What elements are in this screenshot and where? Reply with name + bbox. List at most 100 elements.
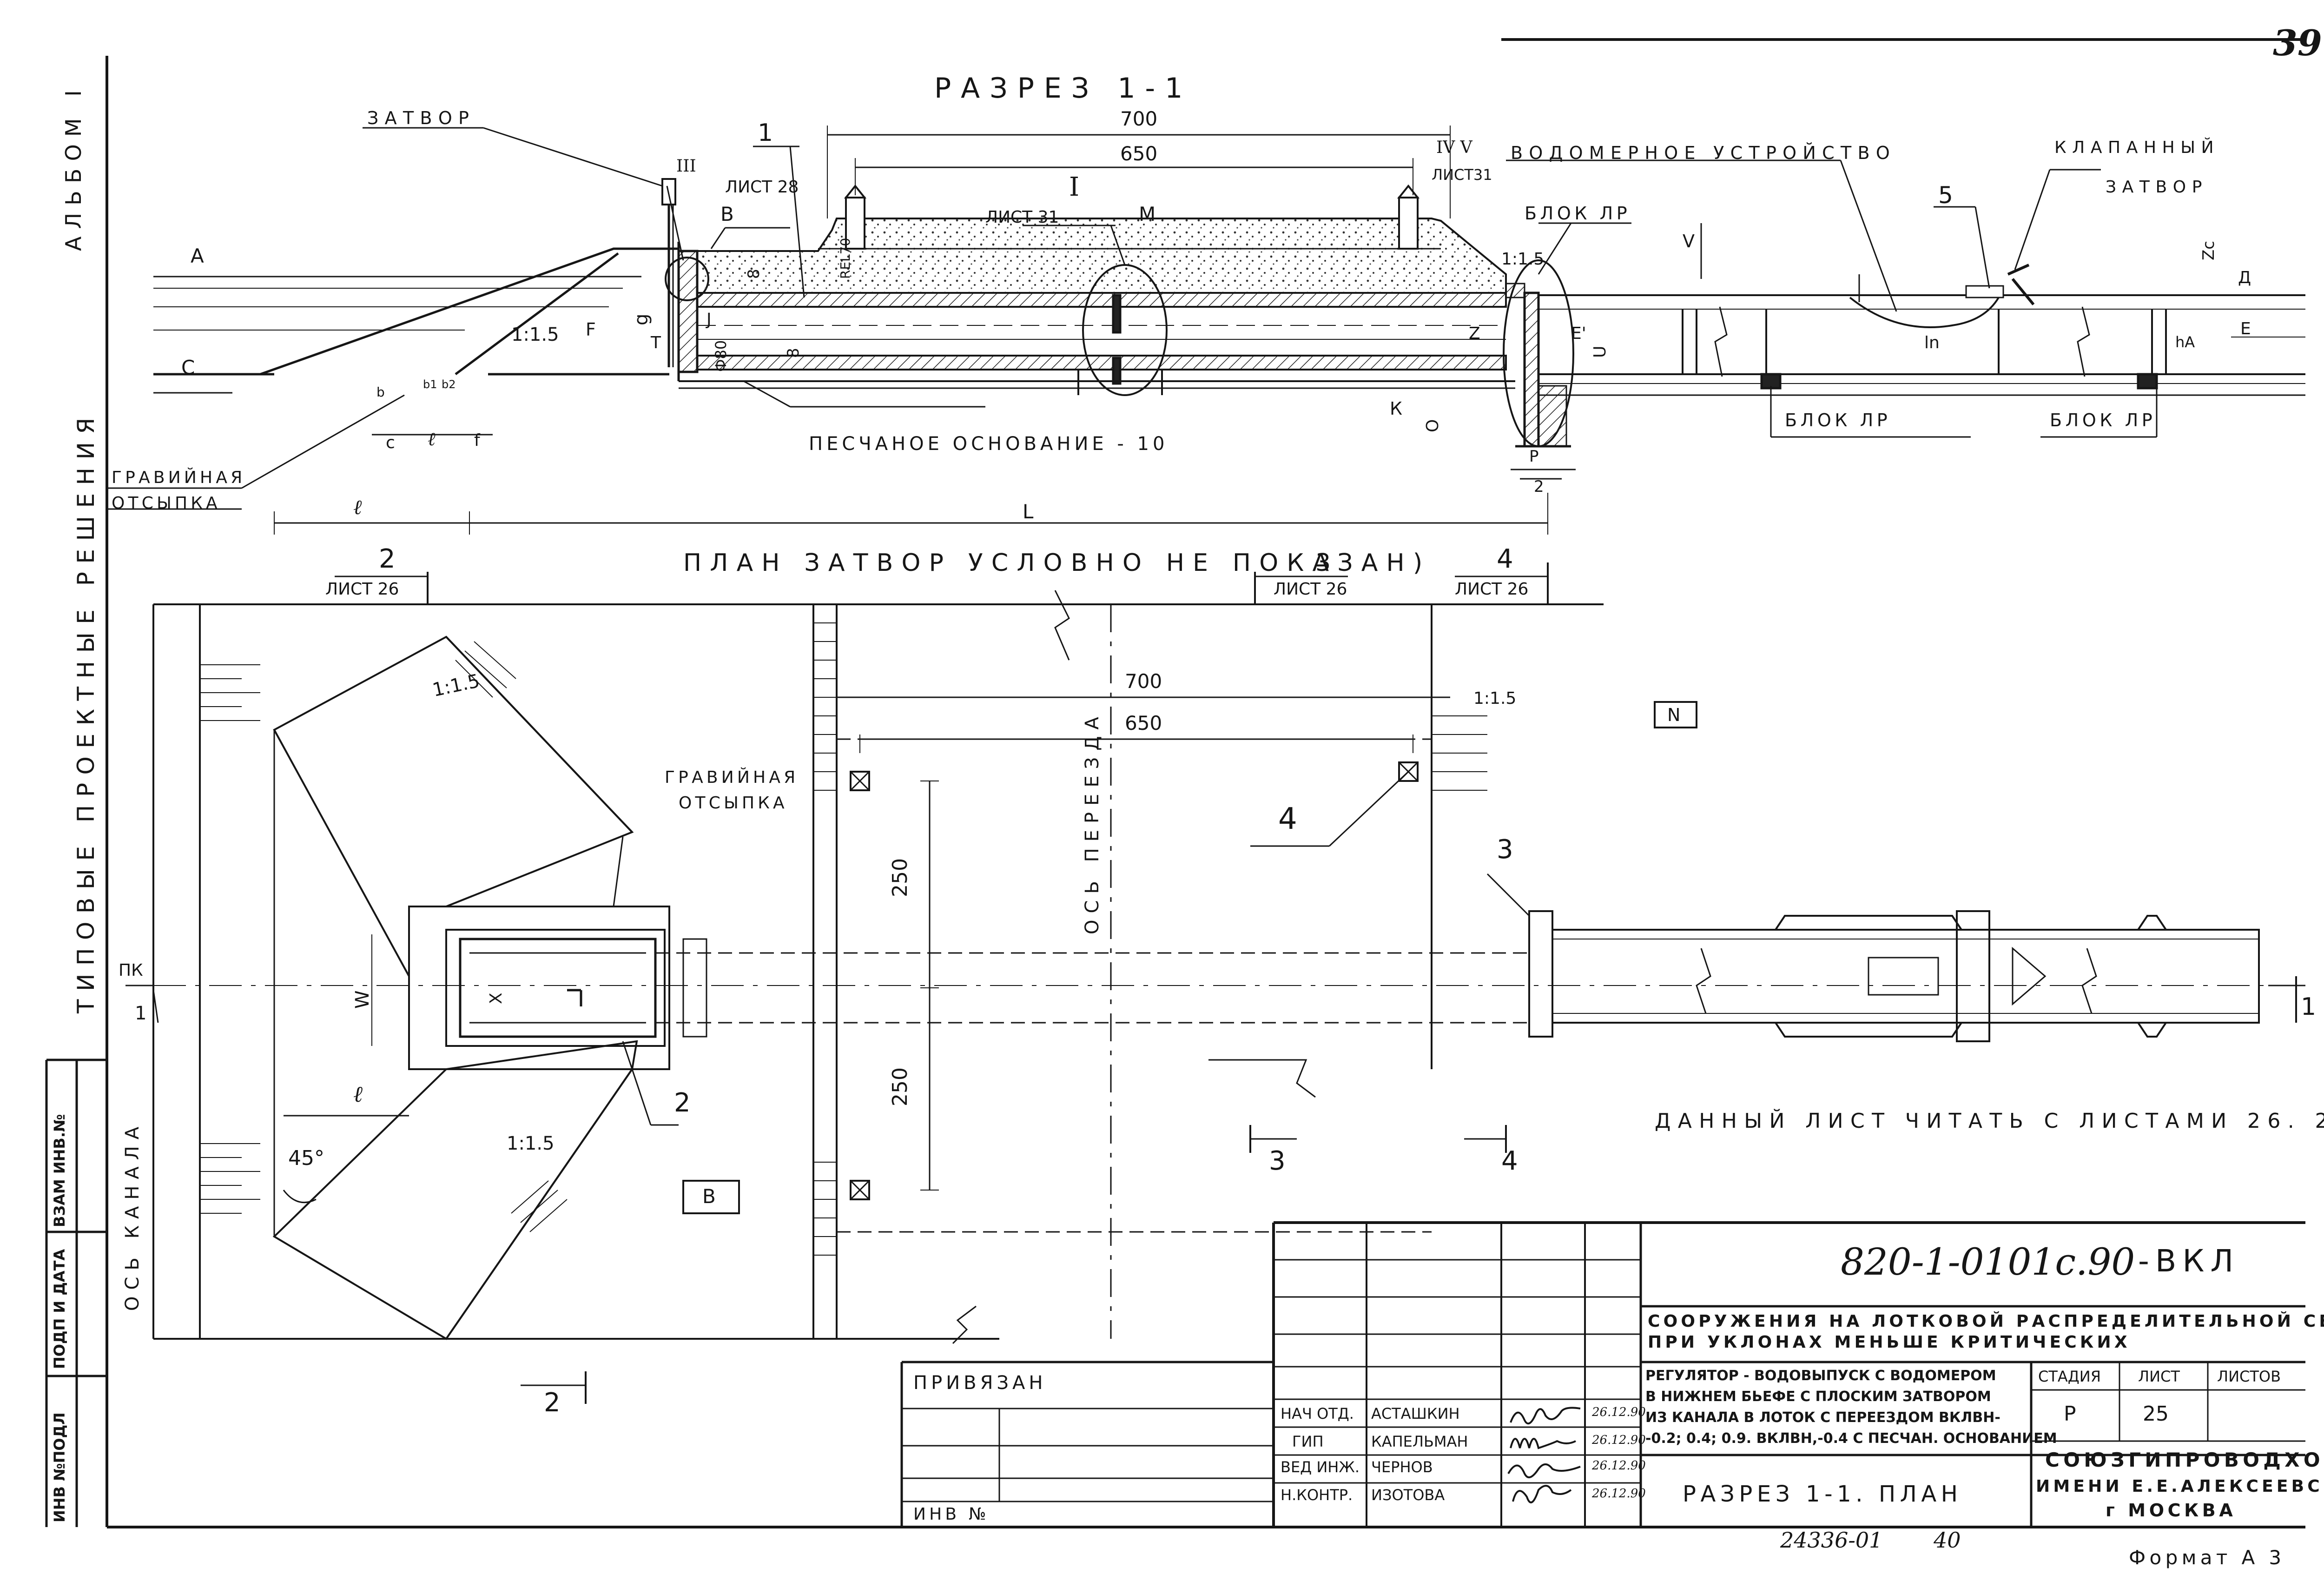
plan-gravel-2: ОТСЫПКА xyxy=(679,794,788,813)
description-line-4: -0.2; 0.4; 0.9. ВКЛВН,-0.4 С ПЕСЧАН. ОСН… xyxy=(1645,1430,2057,1447)
letter-j: J xyxy=(706,310,712,329)
slope-right-section: 1:1.5 xyxy=(1501,250,1545,269)
thickness-8a: 8 xyxy=(745,269,763,279)
level-e: Е xyxy=(2240,319,2251,338)
level-c: С xyxy=(181,356,195,379)
gravel-label-2: ОТСЫПКА xyxy=(112,494,221,513)
length-l-small: ℓ xyxy=(353,496,362,519)
replace-inv-label: ВЗАМ ИНВ.№ xyxy=(51,1114,68,1227)
cut-4-top: 4 xyxy=(1497,544,1513,574)
sheet-header: ЛИСТ xyxy=(2138,1368,2180,1385)
dim-w: W xyxy=(352,990,373,1009)
cut-2-top: 2 xyxy=(379,544,396,574)
dim-650-section: 650 xyxy=(1120,142,1158,165)
ref-3-plan: 3 xyxy=(1497,834,1513,865)
letter-ha: hА xyxy=(2175,333,2195,351)
gate-label: ЗАТВОР xyxy=(367,108,475,128)
dim-b: b xyxy=(376,384,385,400)
level-d: Д xyxy=(2238,268,2251,287)
sheet-26-ref-c: ЛИСТ 26 xyxy=(1455,580,1529,599)
read-with-note: ДАННЫЙ ЛИСТ ЧИТАТЬ С ЛИСТАМИ 26. 27 xyxy=(1655,1109,2324,1133)
dim-x: X xyxy=(487,992,506,1004)
dim-b2: b2 xyxy=(442,378,456,391)
letter-u: U xyxy=(1591,345,1610,358)
letter-e-prime: Е' xyxy=(1571,324,1586,343)
metering-device-label: ВОДОМЕРНОЕ УСТРОЙСТВО xyxy=(1511,143,1896,163)
block-lr-bottom-2: БЛОК ЛР xyxy=(2050,410,2156,430)
letter-t: Т xyxy=(651,333,661,352)
block-lr-top: БЛОК ЛР xyxy=(1525,203,1631,224)
block-lr-bottom-1: БЛОК ЛР xyxy=(1785,410,1891,430)
name-4: ИЗОТОВА xyxy=(1371,1486,1445,1504)
pipe-diameter: Ф80 xyxy=(712,340,730,372)
description-line-2: В НИЖНЕМ БЬЕФЕ С ПЛОСКИМ ЗАТВОРОМ xyxy=(1645,1389,1991,1405)
drawing-code: 820-1-0101с.90 xyxy=(1841,1240,2135,1283)
cut-2-bottom: 2 xyxy=(544,1388,561,1418)
project-title-2: ПРИ УКЛОНАХ МЕНЬШЕ КРИТИЧЕСКИХ xyxy=(1648,1333,2131,1352)
archive-number: 24336-01 xyxy=(1780,1528,1883,1553)
valve-gate-label-1: КЛАПАННЫЙ xyxy=(2054,138,2220,157)
valve-gate-label-2: ЗАТВОР xyxy=(2106,178,2208,197)
cut-3-bottom: 3 xyxy=(1269,1146,1286,1176)
length-l: L xyxy=(1023,500,1034,523)
slope-left-section: 1:1.5 xyxy=(511,324,559,345)
cut-3-top: 3 xyxy=(1315,549,1331,577)
letter-m: М xyxy=(1139,203,1156,225)
letter-z: Z xyxy=(1469,324,1480,343)
level-a: А xyxy=(191,245,204,267)
letter-v: V xyxy=(1683,231,1695,251)
date-2: 26.12.90 xyxy=(1592,1433,1646,1447)
description-line-3: ИЗ КАНАЛА В ЛОТОК С ПЕРЕЕЗДОМ ВКЛВН- xyxy=(1645,1409,2000,1426)
role-4: Н.КОНТР. xyxy=(1281,1486,1353,1504)
album-label: АЛЬБОМ I xyxy=(61,82,86,251)
section-marker-left: 1 xyxy=(135,1003,147,1024)
sheet-31-ref: ЛИСТ 31 xyxy=(985,208,1059,227)
date-1: 26.12.90 xyxy=(1592,1405,1646,1419)
letter-k: К xyxy=(1390,398,1402,419)
name-3: ЧЕРНОВ xyxy=(1371,1458,1433,1476)
crossing-axis-label: ОСЬ ПЕРЕЕЗДА xyxy=(1082,710,1103,934)
angle-45: 45° xyxy=(288,1146,324,1170)
slope-plan-right: 1:1.5 xyxy=(1473,689,1517,708)
name-1: АСТАШКИН xyxy=(1371,1405,1460,1422)
organization-2: ИМЕНИ Е.Е.АЛЕКСЕЕВСКОГО xyxy=(2036,1477,2324,1496)
stage-header: СТАДИЯ xyxy=(2038,1368,2101,1385)
name-2: КАПЕЛЬМАН xyxy=(1371,1433,1468,1450)
dim-700-section: 700 xyxy=(1120,107,1158,130)
dim-250-lower: 250 xyxy=(888,1067,912,1106)
pk-label: ПК xyxy=(119,961,143,980)
drawing-code-suffix: -ВКЛ xyxy=(2138,1243,2240,1279)
drawing-name: РАЗРЕЗ 1-1. ПЛАН xyxy=(1683,1481,1962,1507)
letter-p: Р xyxy=(1529,447,1539,466)
plan-gravel-1: ГРАВИЙНАЯ xyxy=(665,768,799,787)
canal-axis-label: ОСЬ КАНАЛА xyxy=(122,1120,143,1311)
date-3: 26.12.90 xyxy=(1592,1459,1646,1473)
inv-no-label: ИНВ №ПОДЛ xyxy=(51,1412,68,1522)
sign-date-label: ПОДП И ДАТА xyxy=(51,1249,68,1369)
letter-ln: ln xyxy=(1924,333,1940,352)
dim-l: ℓ xyxy=(428,429,436,450)
thickness-8b: 8 xyxy=(784,348,803,358)
letter-g: g xyxy=(631,313,652,325)
dim-b1: b1 xyxy=(423,378,437,391)
organization-1: СОЮЗГИПРОВОДХОЗ xyxy=(2045,1449,2324,1471)
dim-700-plan: 700 xyxy=(1125,670,1162,693)
cut-4-bottom: 4 xyxy=(1501,1146,1518,1176)
sand-base-label: ПЕСЧАНОЕ ОСНОВАНИЕ - 10 xyxy=(809,433,1169,455)
dim-two: 2 xyxy=(1534,477,1544,496)
rel70-mark: REL70 xyxy=(838,238,853,279)
series-label: ТИПОВЫЕ ПРОЕКТНЫЕ РЕШЕНИЯ xyxy=(73,410,99,1013)
dim-650-plan: 650 xyxy=(1125,712,1162,734)
box-n-label: N xyxy=(1667,705,1681,725)
role-1: НАЧ ОТД. xyxy=(1281,1405,1354,1422)
stage-value: Р xyxy=(2064,1402,2076,1426)
section-marker-right: 1 xyxy=(2301,993,2317,1021)
sheet-value: 25 xyxy=(2143,1402,2169,1426)
node-iv-v: IV V xyxy=(1436,138,1472,157)
level-b: В xyxy=(720,203,734,225)
ref-2-plan: 2 xyxy=(674,1088,691,1118)
node-i: I xyxy=(1069,172,1080,202)
sheet-26-ref-b: ЛИСТ 26 xyxy=(1274,580,1347,599)
